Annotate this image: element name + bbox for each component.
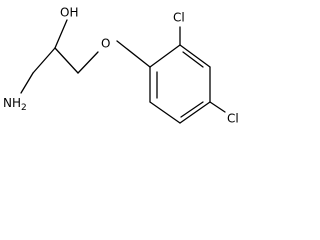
chlorine-ortho-label: Cl <box>173 11 185 25</box>
bond-ch2-ch <box>32 47 56 74</box>
amine-subscript: 2 <box>21 103 27 113</box>
ring-double-bond-inner-2 <box>180 101 204 118</box>
bond-o-aryl <box>116 40 151 68</box>
ring-bond-c2-c3 <box>179 44 211 68</box>
amine-label: NH2 <box>3 96 27 113</box>
chlorine-para-label: Cl <box>227 112 239 126</box>
ring-bond-c4-c5 <box>179 101 211 124</box>
ring-bond-c1-c2 <box>149 44 181 68</box>
bond-ch2-o <box>77 51 99 74</box>
ring-bond-c5-c6 <box>149 101 181 124</box>
bond-c4-cl <box>209 101 226 113</box>
amine-text: NH <box>3 96 21 110</box>
bond-ch-oh <box>54 19 68 49</box>
ether-oxygen-label: O <box>101 37 110 51</box>
bond-ch-ch2 <box>54 47 79 74</box>
hydroxyl-label: OH <box>60 6 78 20</box>
chemical-structure: OH O Cl Cl NH2 <box>3 6 239 126</box>
bond-ch2-nh2 <box>20 72 34 94</box>
ring-double-bond-inner-1 <box>182 51 204 68</box>
